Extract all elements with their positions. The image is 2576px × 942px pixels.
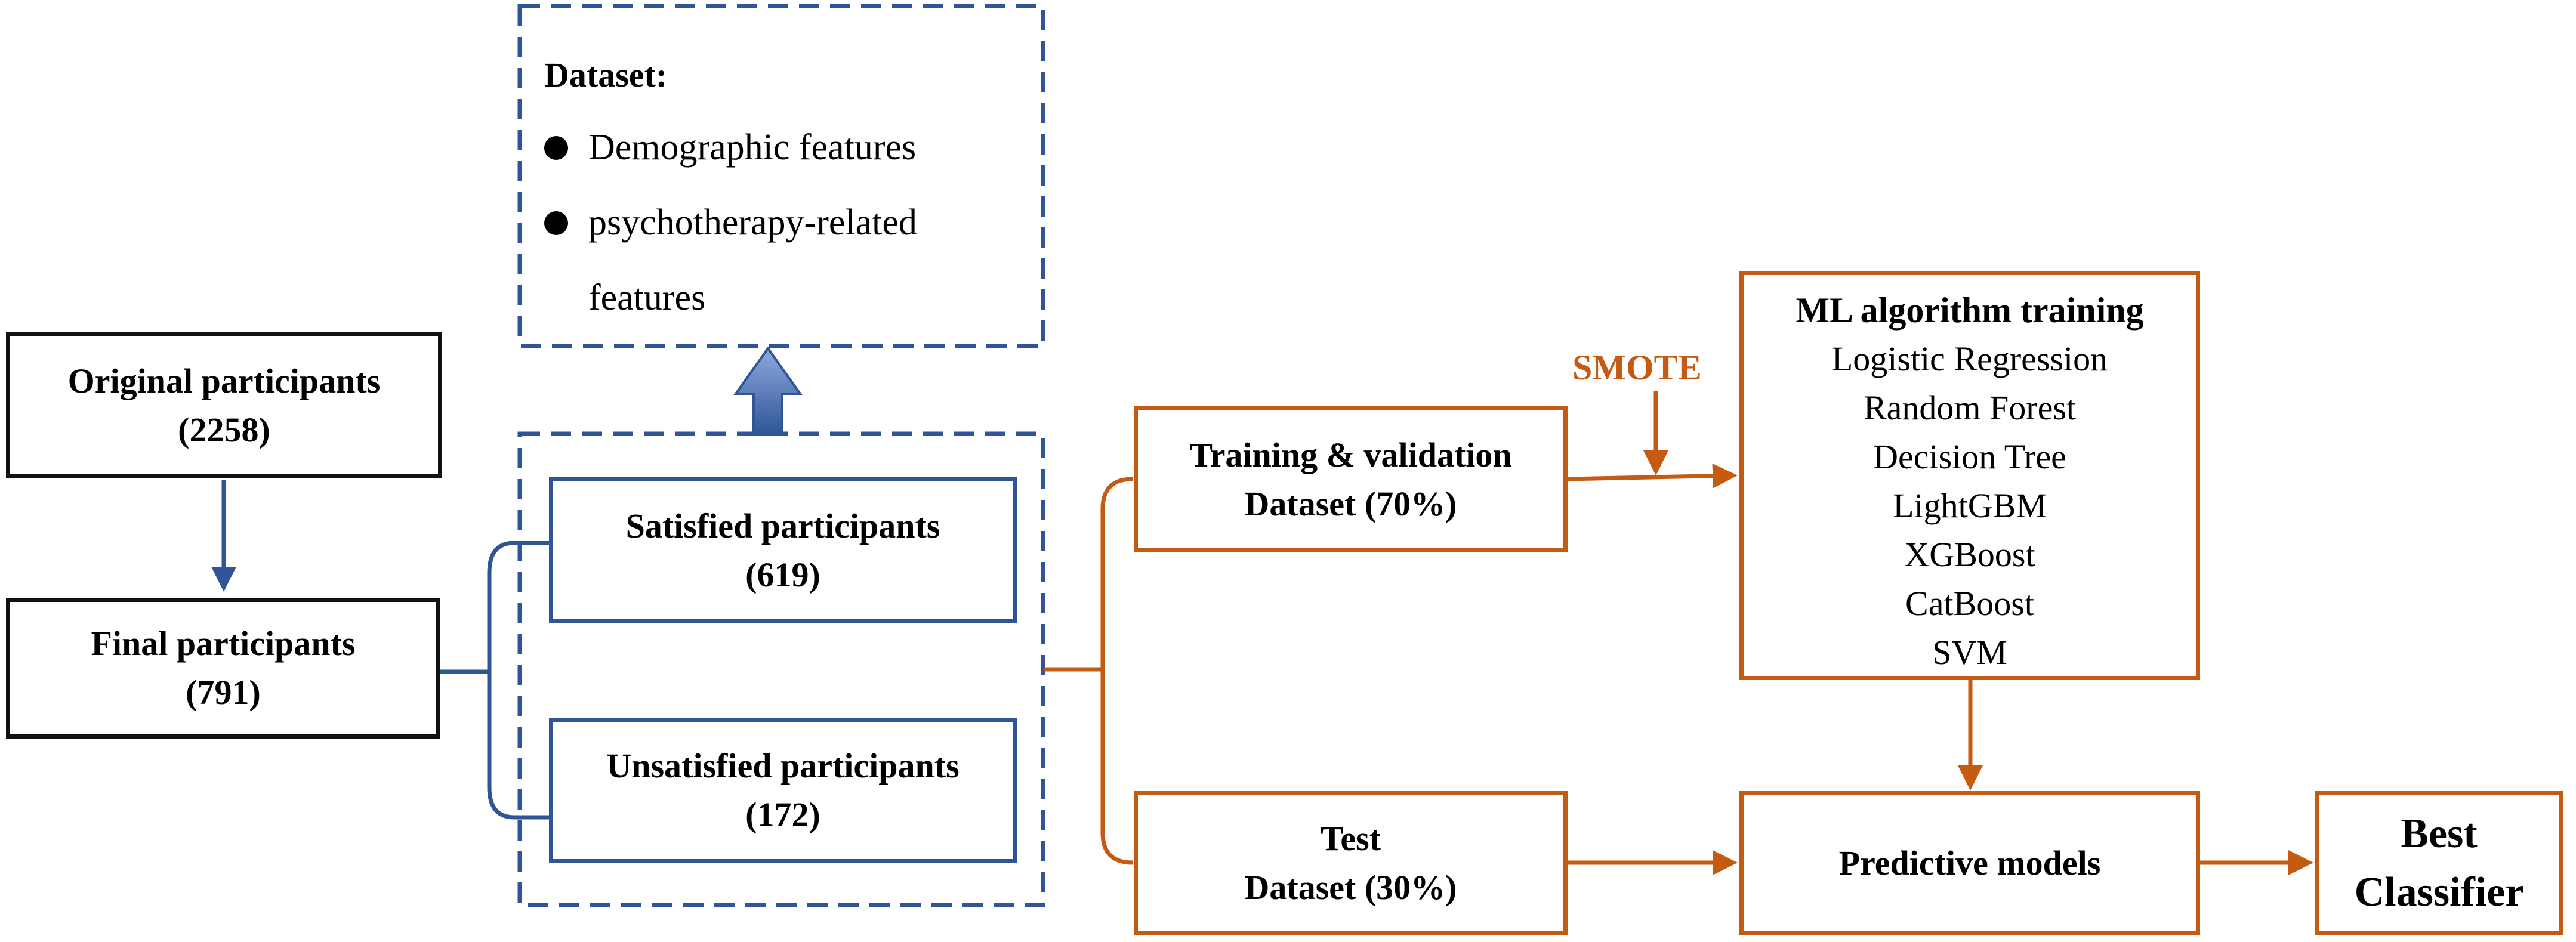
algorithm-item: CatBoost [1905,584,2034,623]
satisfied-count: (619) [745,555,820,594]
bullet-icon [544,135,568,160]
algorithm-item: Decision Tree [1873,437,2066,476]
arrow-training-to-ml [1566,463,1738,489]
feature-label: psychotherapy-related [588,202,917,243]
original-count: (2258) [178,410,270,449]
connector-split-train-test [1044,477,1133,865]
original-participants-box: Original participants (2258) [6,332,442,478]
ml-title: ML algorithm training [1796,291,2144,330]
satisfied-title: Satisfied participants [625,506,940,545]
satisfied-participants-box: Satisfied participants (619) [549,477,1017,623]
algorithm-item: Logistic Regression [1831,339,2108,378]
feature-item: psychotherapy-related [544,202,917,244]
up-block-arrow [733,346,803,436]
algorithm-item: SVM [1932,633,2007,672]
feature-item: Demographic features [544,126,916,169]
final-participants-box: Final participants (791) [6,598,440,739]
algorithm-item: Random Forest [1863,388,2077,427]
algorithm-item: LightGBM [1893,486,2047,525]
training-dataset-box: Training & validation Dataset (70%) [1134,406,1568,552]
smote-label: SMOTE [1572,348,1702,387]
test-line2: Dataset (30%) [1244,868,1457,907]
best-line2: Classifier [2354,869,2524,915]
test-dataset-box: Test Dataset (30%) [1134,791,1568,935]
test-line1: Test [1321,819,1381,858]
algorithm-item: XGBoost [1904,535,2035,574]
connector-final-split [440,541,549,820]
predictive-models-box: Predictive models [1739,791,2200,935]
feature-continuation: features [588,277,706,318]
ml-training-box: ML algorithm training Logistic Regressio… [1739,271,2200,680]
predictive-label: Predictive models [1838,844,2101,882]
unsatisfied-participants-box: Unsatisfied participants (172) [549,718,1017,863]
final-count: (791) [186,673,261,712]
dashed-group-dataset [517,4,1045,348]
dataset-title: Dataset: [544,55,668,94]
unsatisfied-title: Unsatisfied participants [606,746,960,785]
unsatisfied-count: (172) [745,795,820,834]
feature-label: Demographic features [588,127,917,168]
final-title: Final participants [91,624,356,663]
bullet-icon [544,211,568,235]
best-line1: Best [2401,811,2478,857]
best-classifier-box: Best Classifier [2315,791,2563,935]
original-title: Original participants [67,361,381,400]
training-line1: Training & validation [1189,435,1512,474]
training-line2: Dataset (70%) [1244,484,1457,523]
